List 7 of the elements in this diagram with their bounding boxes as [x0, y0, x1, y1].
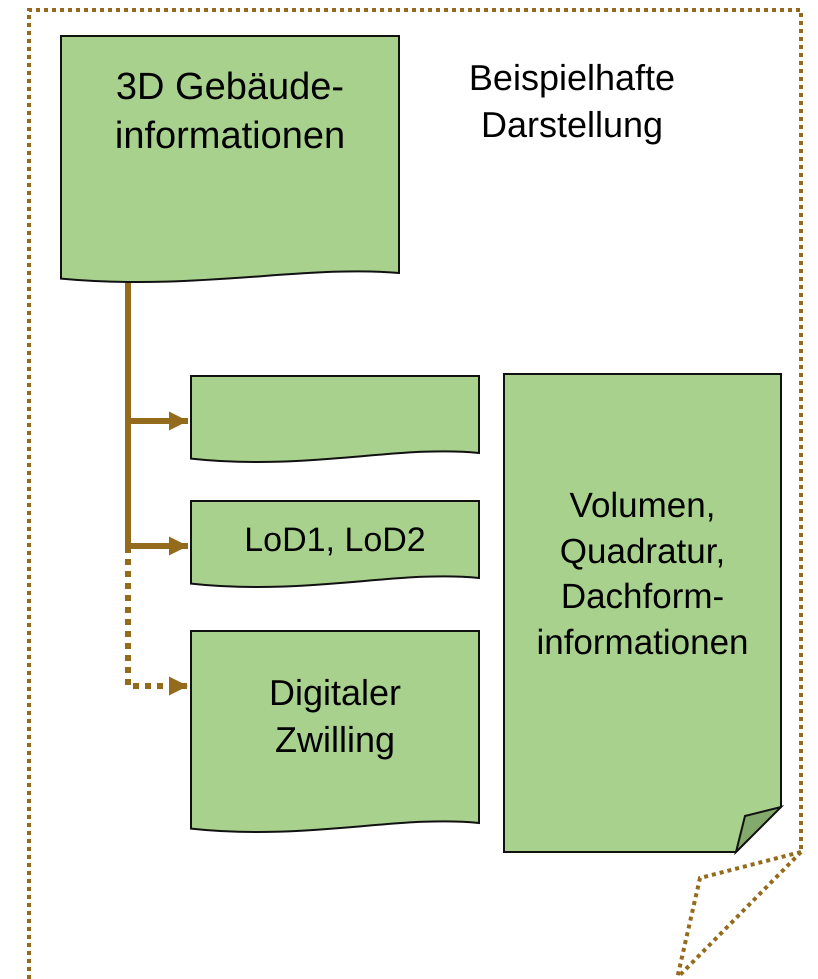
heading-text: Beispielhafte Darstellung: [468, 56, 676, 147]
node-label: Digitaler Zwilling: [268, 671, 402, 762]
node-label: 3D Gebäude- informationen: [114, 65, 346, 160]
node-label: Volumen, Quadratur, Dachform- informationen: [535, 485, 750, 664]
note-page-shape: [503, 373, 782, 853]
dotted-page-frame: [27, 8, 803, 979]
node-label: LoD1, LoD2: [243, 520, 427, 561]
